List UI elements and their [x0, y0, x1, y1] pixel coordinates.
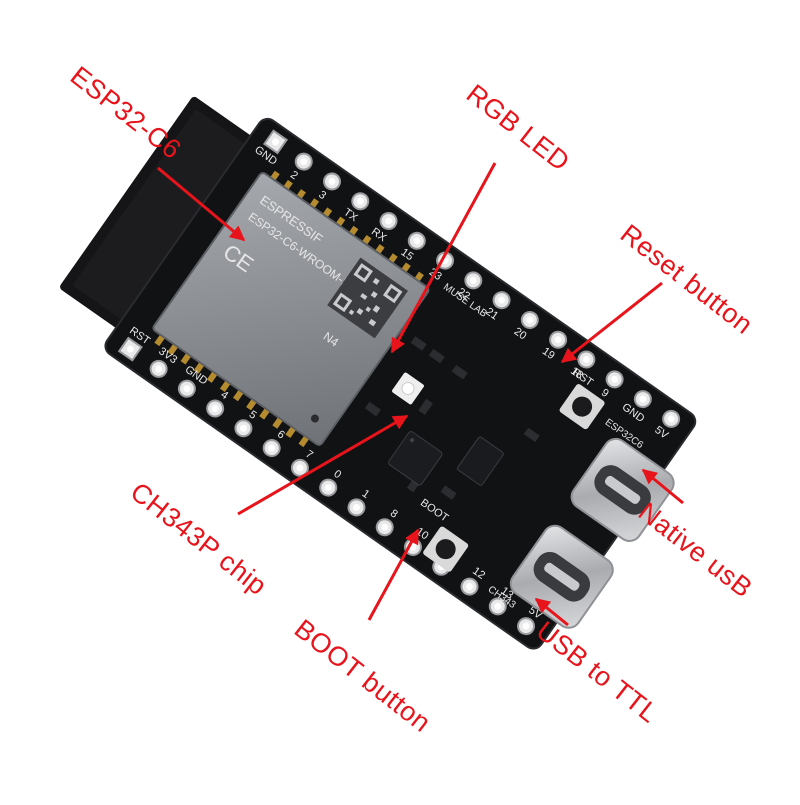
pin-hole-center — [268, 444, 276, 452]
boot-button[interactable] — [422, 525, 469, 572]
pin-label: 4 — [218, 389, 230, 402]
pin-hole-center — [494, 602, 502, 610]
pin-label: 0 — [331, 468, 343, 481]
arrow-boot — [367, 528, 420, 621]
pin-hole-center — [469, 276, 477, 284]
voltage-regulator — [456, 436, 504, 486]
pin-hole-center — [271, 138, 279, 146]
native-usb-port[interactable] — [567, 434, 678, 545]
pin-label: 19 — [540, 345, 557, 362]
pin-hole-center — [465, 583, 473, 591]
pin-hole-center — [582, 356, 590, 364]
pin-label: 5 — [247, 408, 259, 421]
pin-hole-center — [611, 375, 619, 383]
ch343p-chip — [388, 431, 443, 486]
arrow-rgb-led — [390, 162, 497, 354]
pin-label: 12 — [470, 565, 487, 582]
qr-code — [327, 257, 409, 339]
pin-hole-center — [352, 503, 360, 511]
pin-label: 7 — [303, 448, 315, 461]
callout-arrows — [157, 162, 684, 627]
arrow-esp32 — [157, 166, 246, 242]
pin-label: 8 — [388, 507, 400, 520]
pin-hole-center — [356, 197, 364, 205]
pin-hole-center — [324, 484, 332, 492]
pin-label: 3 — [316, 189, 328, 202]
pin-hole-center — [211, 404, 219, 412]
pin-hole-center — [300, 158, 308, 166]
pin-hole-center — [155, 365, 163, 373]
esp32-module: ESPRESSIF ESP32-C6-WROOM-1 CE N4 — [152, 172, 430, 446]
pin-label: 22 — [455, 286, 472, 303]
pin-hole-center — [328, 177, 336, 185]
arrow-native-usb — [641, 468, 684, 505]
pin-hole-center — [239, 424, 247, 432]
pin-label: 9 — [599, 387, 611, 400]
pin-hole-center — [526, 316, 534, 324]
pin-hole-center — [385, 217, 393, 225]
pin-hole-center — [522, 622, 530, 630]
pin-label: 1 — [360, 488, 372, 501]
pin-hole-center — [639, 395, 647, 403]
pin-hole-center — [413, 237, 421, 245]
pin-hole-center — [296, 464, 304, 472]
pin-hole-center — [498, 296, 506, 304]
pin-hole-center — [554, 336, 562, 344]
arrow-ch343p — [237, 414, 409, 516]
pin-hole-center — [381, 523, 389, 531]
pin-label: 15 — [399, 246, 416, 263]
pcb-board: ESPRESSIF ESP32-C6-WROOM-1 CE N4 GND23TX… — [60, 96, 697, 650]
arrow-usb-ttl — [534, 597, 569, 627]
arrow-reset — [560, 281, 663, 364]
pin-label: 18 — [568, 365, 585, 382]
rgb-led — [392, 372, 424, 405]
pin-label: 20 — [512, 325, 529, 342]
pin-hole-center — [126, 345, 134, 353]
pin-hole-center — [667, 415, 675, 423]
reset-button[interactable] — [558, 383, 605, 430]
pin-hole-center — [183, 385, 191, 393]
pin-label: 21 — [483, 306, 500, 323]
pin-label: 2 — [288, 169, 300, 182]
pin-label: 6 — [275, 428, 287, 441]
